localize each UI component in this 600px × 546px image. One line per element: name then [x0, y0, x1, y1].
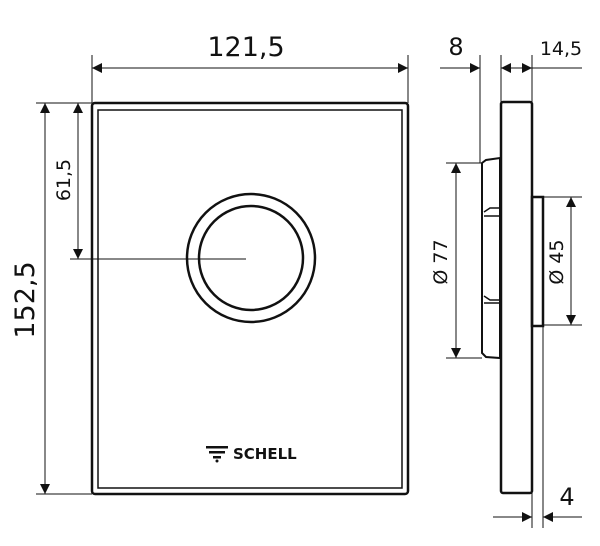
width-dimension: 121,5 [91, 32, 409, 103]
button-diameter-label: Ø 45 [546, 239, 568, 284]
schell-logo-icon [206, 446, 228, 463]
button-protrusion-dimension: 4 [493, 326, 582, 528]
back-diameter-dimension: Ø 77 [430, 162, 482, 359]
cover-plate-outline [90, 101, 410, 496]
button-protrusion-label: 4 [559, 483, 574, 511]
back-diameter-label: Ø 77 [430, 239, 452, 284]
button-offset-dimension: 61,5 [53, 103, 83, 259]
button-inner-ring [197, 204, 305, 312]
button-diameter-dimension: Ø 45 [543, 196, 582, 326]
button-outer-ring [185, 192, 317, 324]
height-label: 152,5 [10, 261, 41, 338]
height-dimension: 152,5 [10, 102, 92, 495]
side-view [481, 100, 545, 495]
plate-depth-label: 14,5 [540, 38, 582, 60]
front-view: SCHELL [70, 101, 410, 496]
logo-text: SCHELL [233, 445, 297, 463]
width-label: 121,5 [207, 32, 284, 63]
depth-dimensions: 8 14,5 [440, 33, 582, 163]
button-offset-label: 61,5 [53, 159, 75, 201]
back-depth-label: 8 [448, 33, 463, 61]
cover-plate-inner-edge [97, 109, 403, 489]
